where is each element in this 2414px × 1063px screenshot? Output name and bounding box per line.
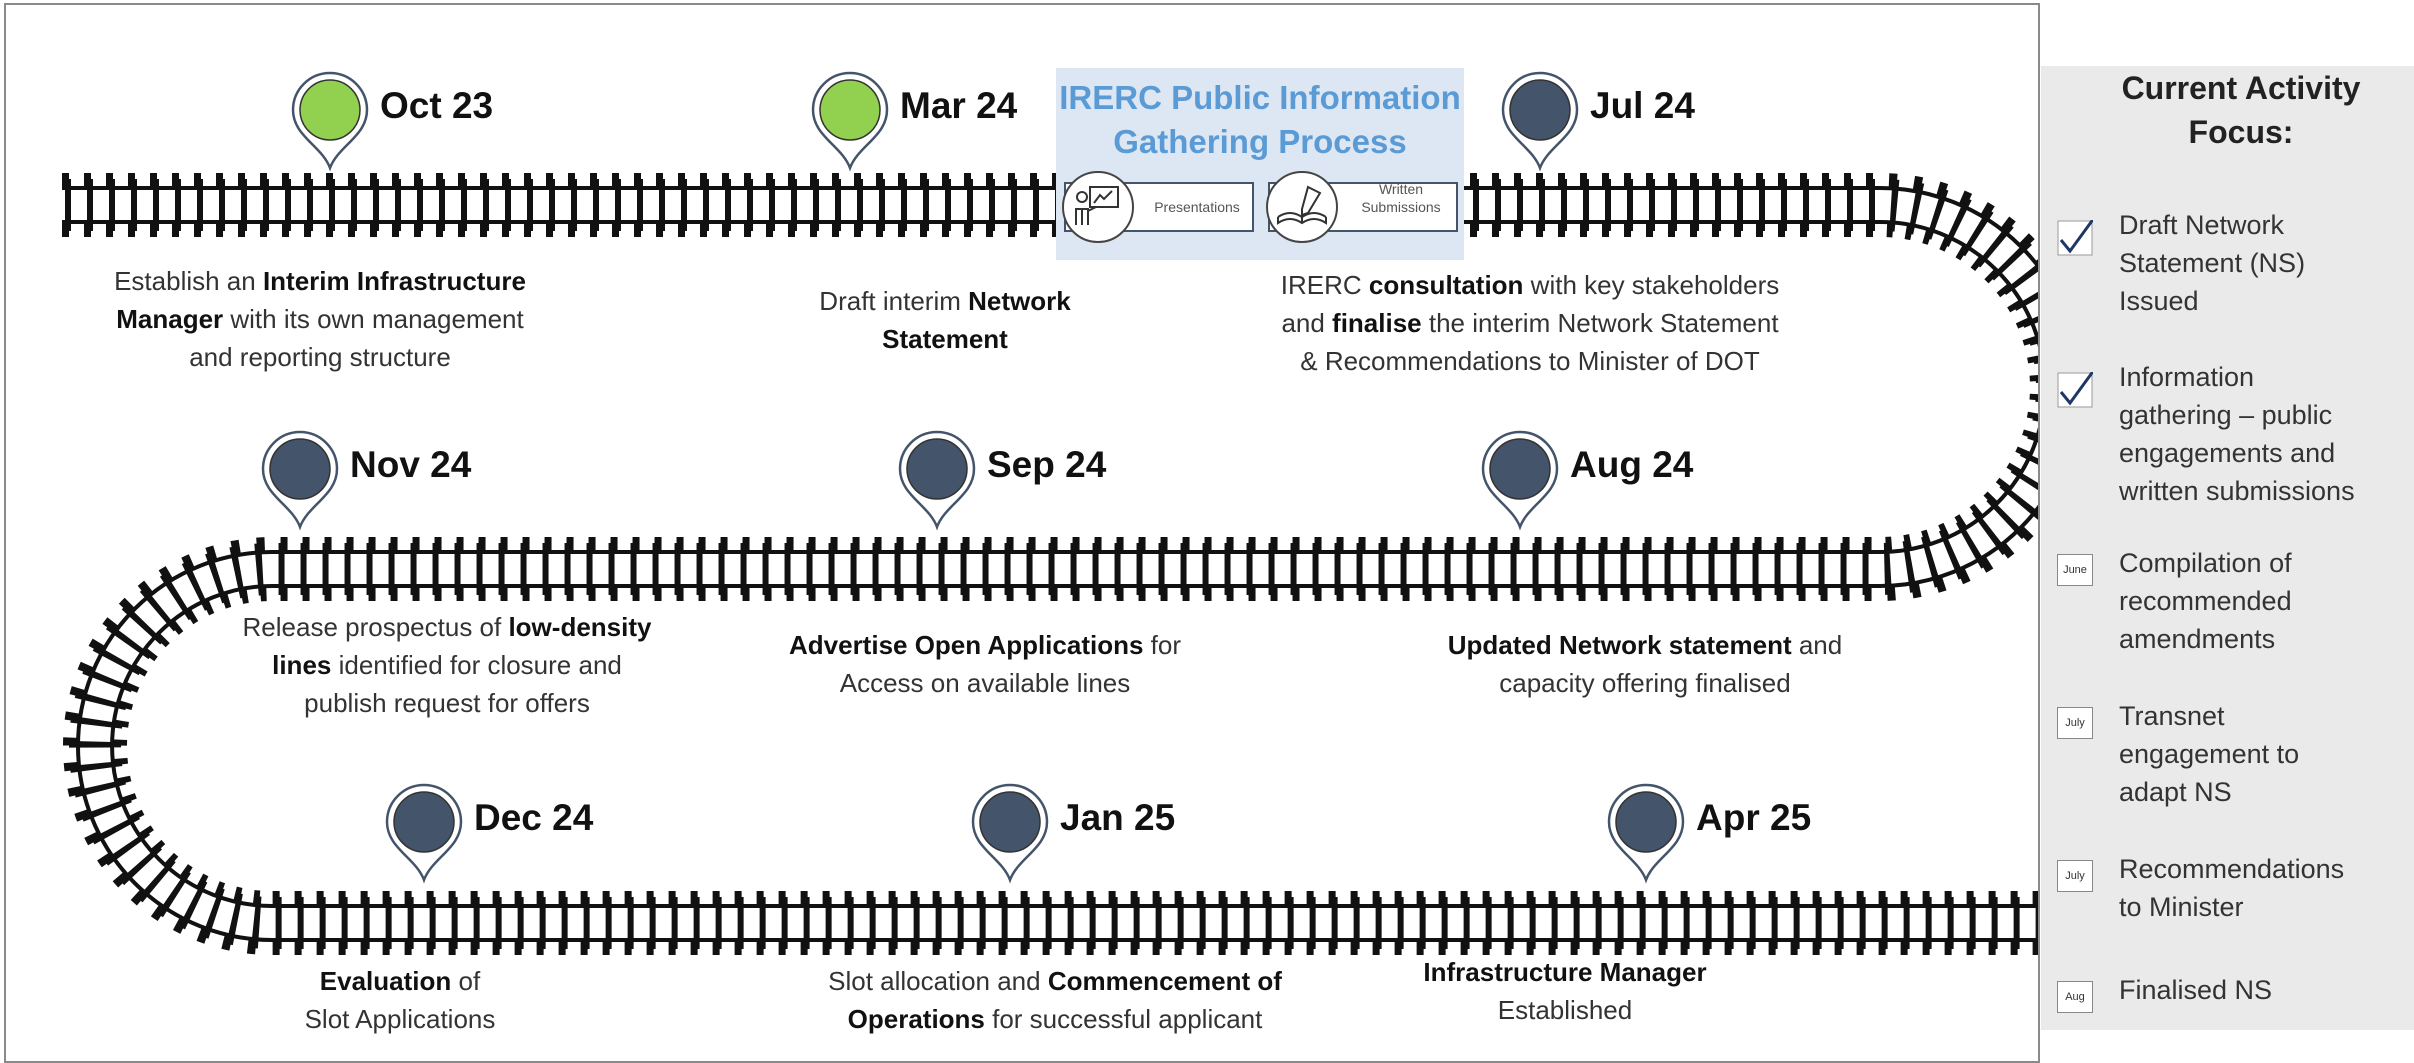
book-pen-icon [1266, 171, 1338, 243]
milestone-date: Aug 24 [1570, 444, 1694, 485]
milestone-description-line: and finalise the interim Network Stateme… [1281, 308, 1779, 338]
milestone-date: Mar 24 [900, 85, 1018, 126]
milestone-description-line: Operations for successful applicant [847, 1004, 1263, 1034]
milestone-description-line: Access on available lines [839, 668, 1131, 698]
info-gathering-title: IRERC Public Information Gathering Proce… [1059, 79, 1461, 160]
milestone-pin-nov-24 [261, 430, 339, 531]
milestone-date: Jan 25 [1060, 797, 1176, 838]
milestone-pin-aug-24 [1481, 430, 1559, 531]
milestone-description: Slot allocation and Commencement of Opera… [745, 962, 1365, 1038]
milestone-description-line: Establish an Interim Infrastructure [114, 266, 526, 296]
milestone-description: IRERC consultation with key stakeholders… [1220, 266, 1840, 380]
milestone-description-line: lines identified for closure and [272, 650, 622, 680]
milestone-description-line: Infrastructure Manager [1423, 957, 1707, 987]
info-gathering-box: IRERC Public Information Gathering Proce… [1056, 68, 1464, 260]
milestone-description-line: capacity offering finalised [1499, 668, 1791, 698]
month-marker: June [2057, 554, 2093, 586]
milestone-pin-jul-24 [1501, 71, 1579, 172]
milestone-pin-apr-25 [1607, 783, 1685, 884]
milestone-description: Evaluation of Slot Applications [90, 962, 710, 1038]
month-marker: July [2057, 707, 2093, 739]
activity-item: Finalised NS [2119, 975, 2273, 1005]
month-marker: July [2057, 860, 2093, 892]
milestone-pin-mar-24 [811, 71, 889, 172]
checkmark-icon [2057, 220, 2093, 256]
milestone-date: Apr 25 [1696, 797, 1812, 838]
milestone-date: Jul 24 [1590, 85, 1695, 126]
milestone-description-line: IRERC consultation with key stakeholders [1280, 270, 1780, 300]
milestone-date: Sep 24 [987, 444, 1107, 485]
checkmark-icon [2057, 372, 2093, 408]
milestone-pin-sep-24 [898, 430, 976, 531]
milestone-description-line: Release prospectus of low-density [242, 612, 652, 642]
milestone-pin-dec-24 [385, 783, 463, 884]
milestone-description-line: Manager with its own management [116, 304, 524, 334]
milestone-description-line: Updated Network statement and [1447, 630, 1843, 660]
milestone-pin-oct-23 [291, 71, 369, 172]
milestone-description-line: and reporting structure [189, 342, 451, 372]
presentation-icon [1062, 171, 1134, 243]
presentations-chip: Presentations [1062, 171, 1254, 243]
milestone-pin-jan-25 [971, 783, 1049, 884]
milestone-description: Release prospectus of low-density lines i… [137, 608, 757, 722]
milestone-description-line: Slot Applications [304, 1004, 496, 1034]
panel-title: Current Activity Focus: [2121, 70, 2361, 150]
milestone-description-line: Slot allocation and Commencement of [828, 966, 1282, 996]
milestone-description-line: Established [1497, 995, 1633, 1025]
railway-track [62, 71, 2038, 955]
milestone-description-line: Advertise Open Applications for [788, 630, 1182, 660]
timeline-frame [4, 3, 2040, 1063]
milestone-description-line: publish request for offers [304, 688, 590, 718]
milestone-description-line: Draft interim Network [819, 286, 1071, 316]
milestone-date: Nov 24 [350, 444, 472, 485]
month-marker: Aug [2057, 981, 2093, 1013]
milestone-date: Oct 23 [380, 85, 494, 126]
milestone-description: Updated Network statement and capacity of… [1335, 626, 1955, 702]
milestone-date: Dec 24 [474, 797, 594, 838]
milestone-description-line: Evaluation of [319, 966, 481, 996]
milestone-description-line: Statement [882, 324, 1008, 354]
milestone-description-line: & Recommendations to Minister of DOT [1300, 346, 1760, 376]
